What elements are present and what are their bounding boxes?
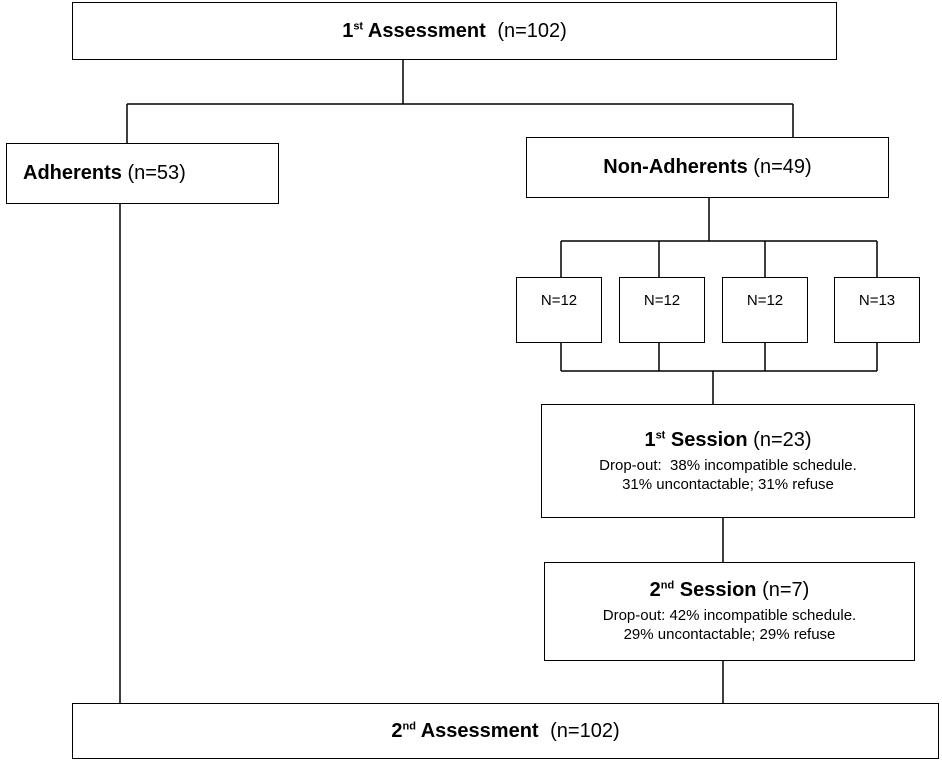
second-session-dropout-line-1: Drop-out: 42% incompatible schedule.	[602, 607, 857, 624]
non-adherents-box: Non-Adherents (n=49)	[526, 137, 889, 198]
first-session-box: 1st Session (n=23) Drop-out: 38% incompa…	[541, 404, 915, 518]
first-session-dropout-line-2: 31% uncontactable; 31% refuse	[622, 475, 834, 493]
first-session-dropout-line-1: Drop-out: 38% incompatible schedule.	[599, 456, 857, 474]
first-assessment-box: 1st Assessment (n=102)	[72, 2, 837, 60]
subgroup-label: N=13	[858, 292, 896, 309]
second-session-title: 2nd Session (n=7)	[649, 579, 810, 601]
subgroup-label: N=12	[746, 292, 784, 309]
second-session-box: 2nd Session (n=7) Drop-out: 42% incompat…	[544, 562, 915, 661]
second-assessment-label: 2nd Assessment (n=102)	[391, 719, 620, 742]
second-assessment-box: 2nd Assessment (n=102)	[72, 703, 939, 759]
adherents-box: Adherents (n=53)	[6, 143, 279, 204]
subgroup-box-4: N=13	[834, 277, 920, 343]
non-adherents-label: Non-Adherents (n=49)	[603, 156, 812, 178]
subgroup-label: N=12	[643, 292, 681, 309]
subgroup-label: N=12	[540, 292, 578, 309]
subgroup-box-2: N=12	[619, 277, 705, 343]
first-session-title: 1st Session (n=23)	[644, 428, 812, 451]
second-session-dropout-line-2: 29% uncontactable; 29% refuse	[623, 626, 836, 643]
subgroup-box-3: N=12	[722, 277, 808, 343]
first-assessment-label: 1st Assessment (n=102)	[342, 19, 567, 42]
adherents-label: Adherents (n=53)	[23, 162, 186, 184]
subgroup-box-1: N=12	[516, 277, 602, 343]
